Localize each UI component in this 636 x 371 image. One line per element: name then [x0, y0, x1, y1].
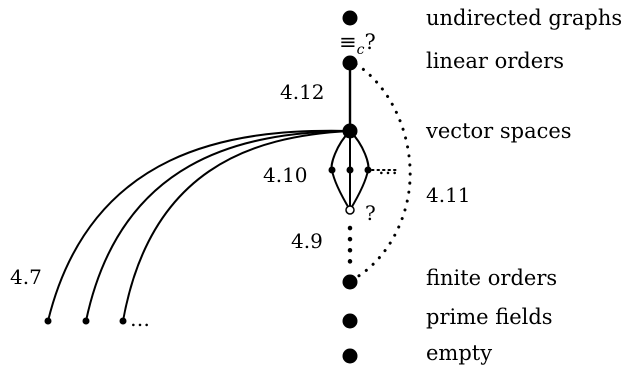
- edge-curve-2: [85, 130, 351, 322]
- label-vector-spaces: vector spaces: [425, 119, 572, 143]
- node-leaf-1: [44, 317, 52, 325]
- edge-dotted-arc-4-11: [350, 62, 412, 282]
- label-linear-orders: linear orders: [426, 49, 564, 73]
- label-ellipsis-right: …: [378, 155, 398, 179]
- label-4-7: 4.7: [10, 265, 42, 289]
- label-4-9: 4.9: [291, 229, 323, 253]
- node-empty: [342, 348, 358, 364]
- node-diamond-right: [364, 166, 372, 174]
- label-4-10: 4.10: [263, 163, 308, 187]
- label-empty: empty: [426, 341, 492, 365]
- label-question-mid: ?: [365, 201, 376, 225]
- label-4-11: 4.11: [426, 183, 471, 207]
- node-prime-fields: [342, 313, 358, 329]
- label-equiv-c: ≡c?: [339, 30, 376, 58]
- node-vector-spaces: [342, 123, 358, 139]
- node-open: [345, 205, 355, 215]
- node-leaf-3: [119, 317, 127, 325]
- label-ellipsis-bottom: …: [130, 307, 150, 331]
- node-leaf-2: [82, 317, 90, 325]
- node-linear-orders: [342, 55, 358, 71]
- label-undirected-graphs: undirected graphs: [426, 6, 622, 30]
- label-4-12: 4.12: [280, 80, 325, 104]
- label-prime-fields: prime fields: [426, 305, 553, 329]
- edge-curve-3: [122, 130, 351, 322]
- node-undirected-graphs: [342, 10, 358, 26]
- edge-curve-1: [47, 129, 351, 322]
- label-finite-orders: finite orders: [426, 266, 557, 290]
- node-diamond-middle: [346, 166, 354, 174]
- node-finite-orders: [342, 274, 358, 290]
- node-diamond-left: [328, 166, 336, 174]
